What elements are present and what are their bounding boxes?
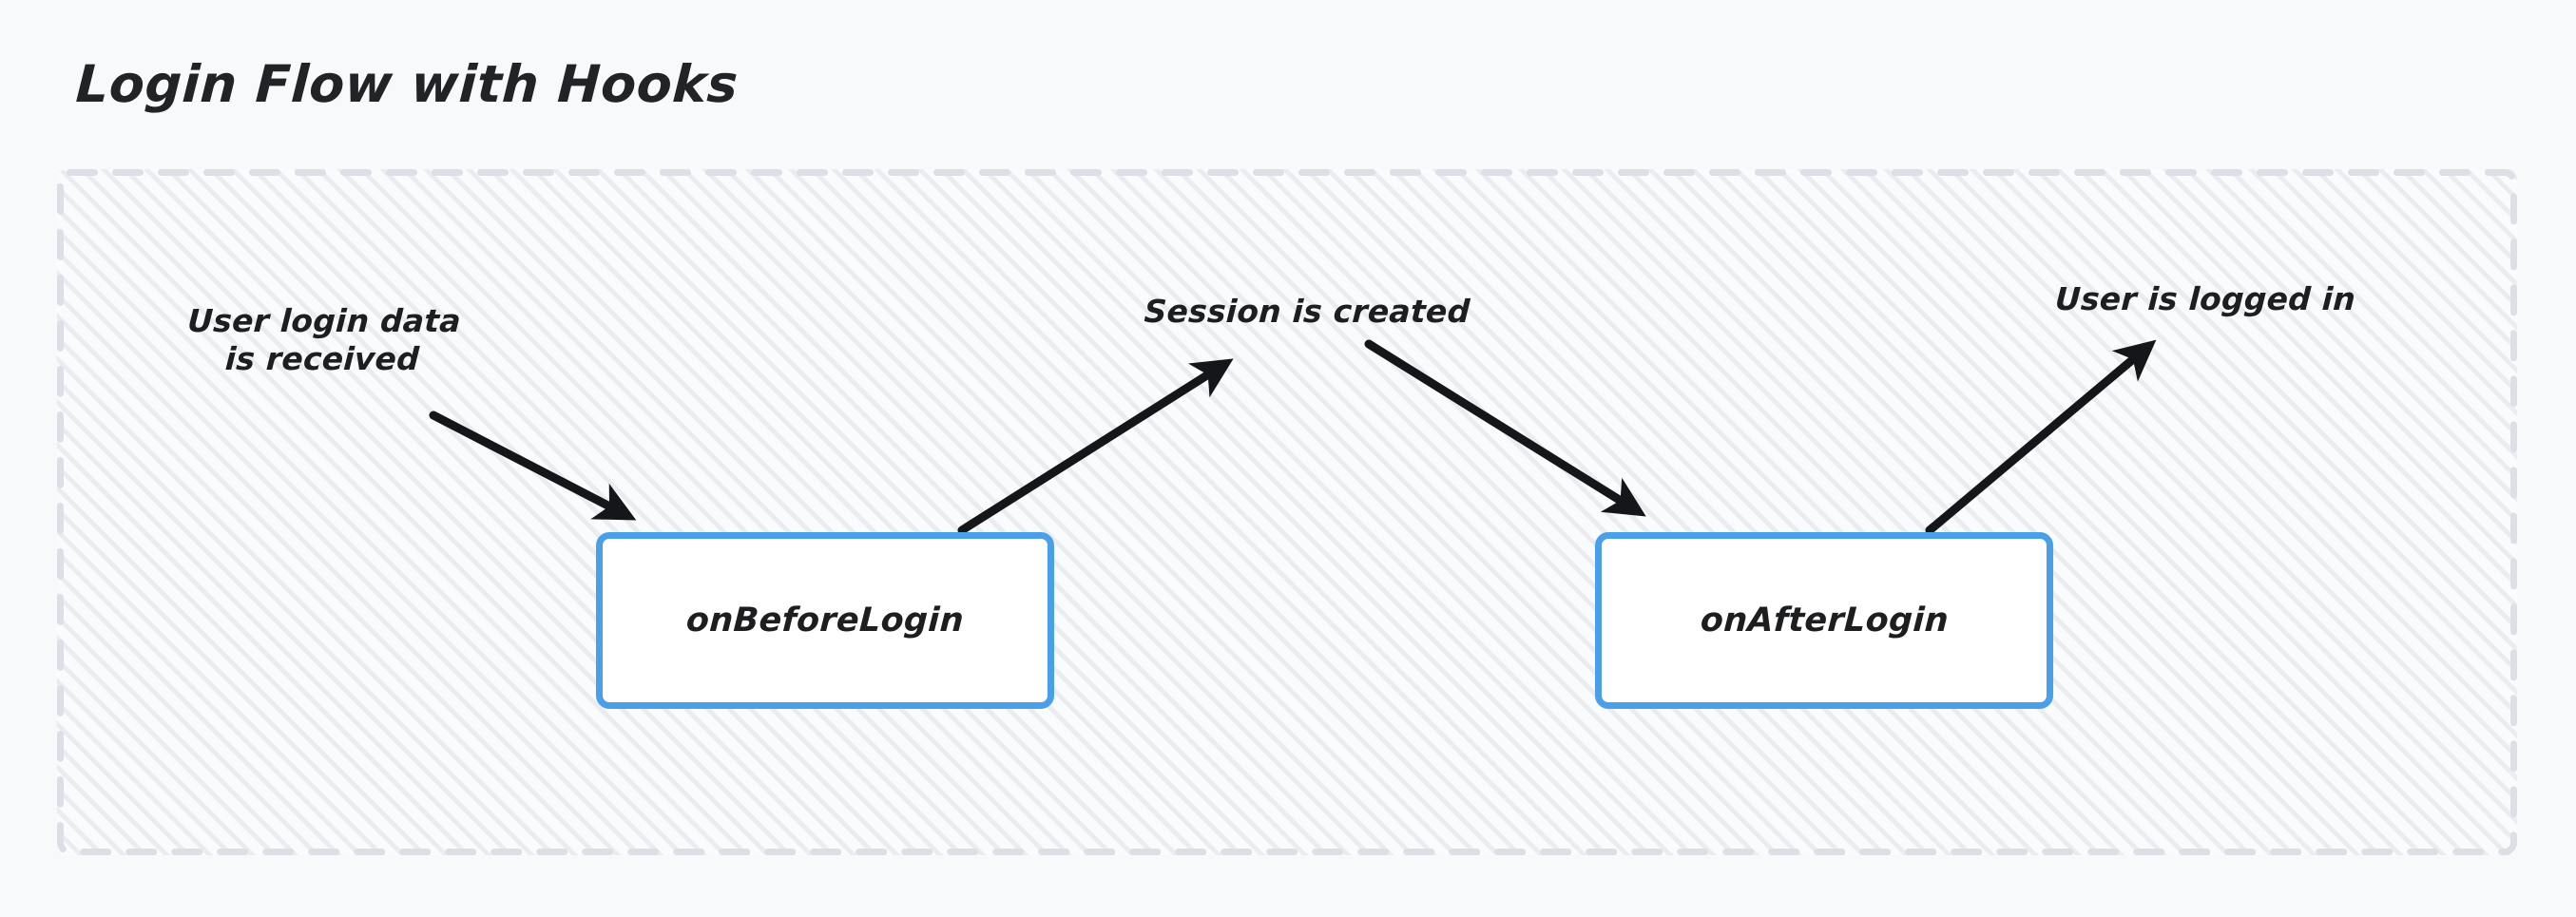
- login-flow-group: [57, 169, 2517, 855]
- annotation-user-login-data: User login data is received: [186, 302, 462, 378]
- group-dashed-border-icon: [57, 169, 2517, 855]
- page-title: Login Flow with Hooks: [74, 54, 740, 114]
- node-label-on-after-login: onAfterLogin: [1699, 602, 1950, 640]
- annotation-user-logged-in: User is logged in: [2054, 280, 2357, 317]
- node-on-before-login[interactable]: onBeforeLogin: [596, 532, 1054, 709]
- node-label-on-before-login: onBeforeLogin: [685, 602, 965, 640]
- annotation-session-created: Session is created: [1143, 293, 1471, 330]
- node-on-after-login[interactable]: onAfterLogin: [1595, 532, 2053, 709]
